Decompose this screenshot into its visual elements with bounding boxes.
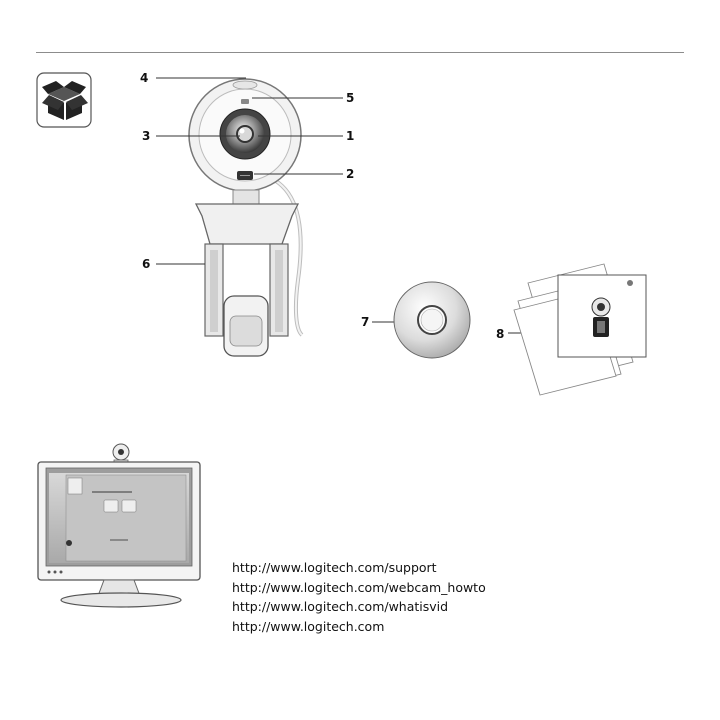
webcam-icon (189, 79, 302, 356)
link-home[interactable]: http://www.logitech.com (232, 617, 486, 637)
callout-5: 5 (346, 92, 354, 104)
callout-8: 8 (496, 328, 504, 340)
callout-3: 3 (142, 130, 150, 142)
link-webcam-howto[interactable]: http://www.logitech.com/webcam_howto (232, 578, 486, 598)
callout-7: 7 (361, 316, 369, 328)
support-links: http://www.logitech.com/support http://w… (232, 558, 486, 636)
callout-1: 1 (346, 130, 354, 142)
monitor-icon (38, 444, 200, 607)
callout-4: 4 (140, 72, 148, 84)
documentation-icon (514, 264, 646, 395)
callout-2: 2 (346, 168, 354, 180)
link-whatisvid[interactable]: http://www.logitech.com/whatisvid (232, 597, 486, 617)
cd-icon (394, 282, 470, 358)
link-support[interactable]: http://www.logitech.com/support (232, 558, 486, 578)
callout-6: 6 (142, 258, 150, 270)
